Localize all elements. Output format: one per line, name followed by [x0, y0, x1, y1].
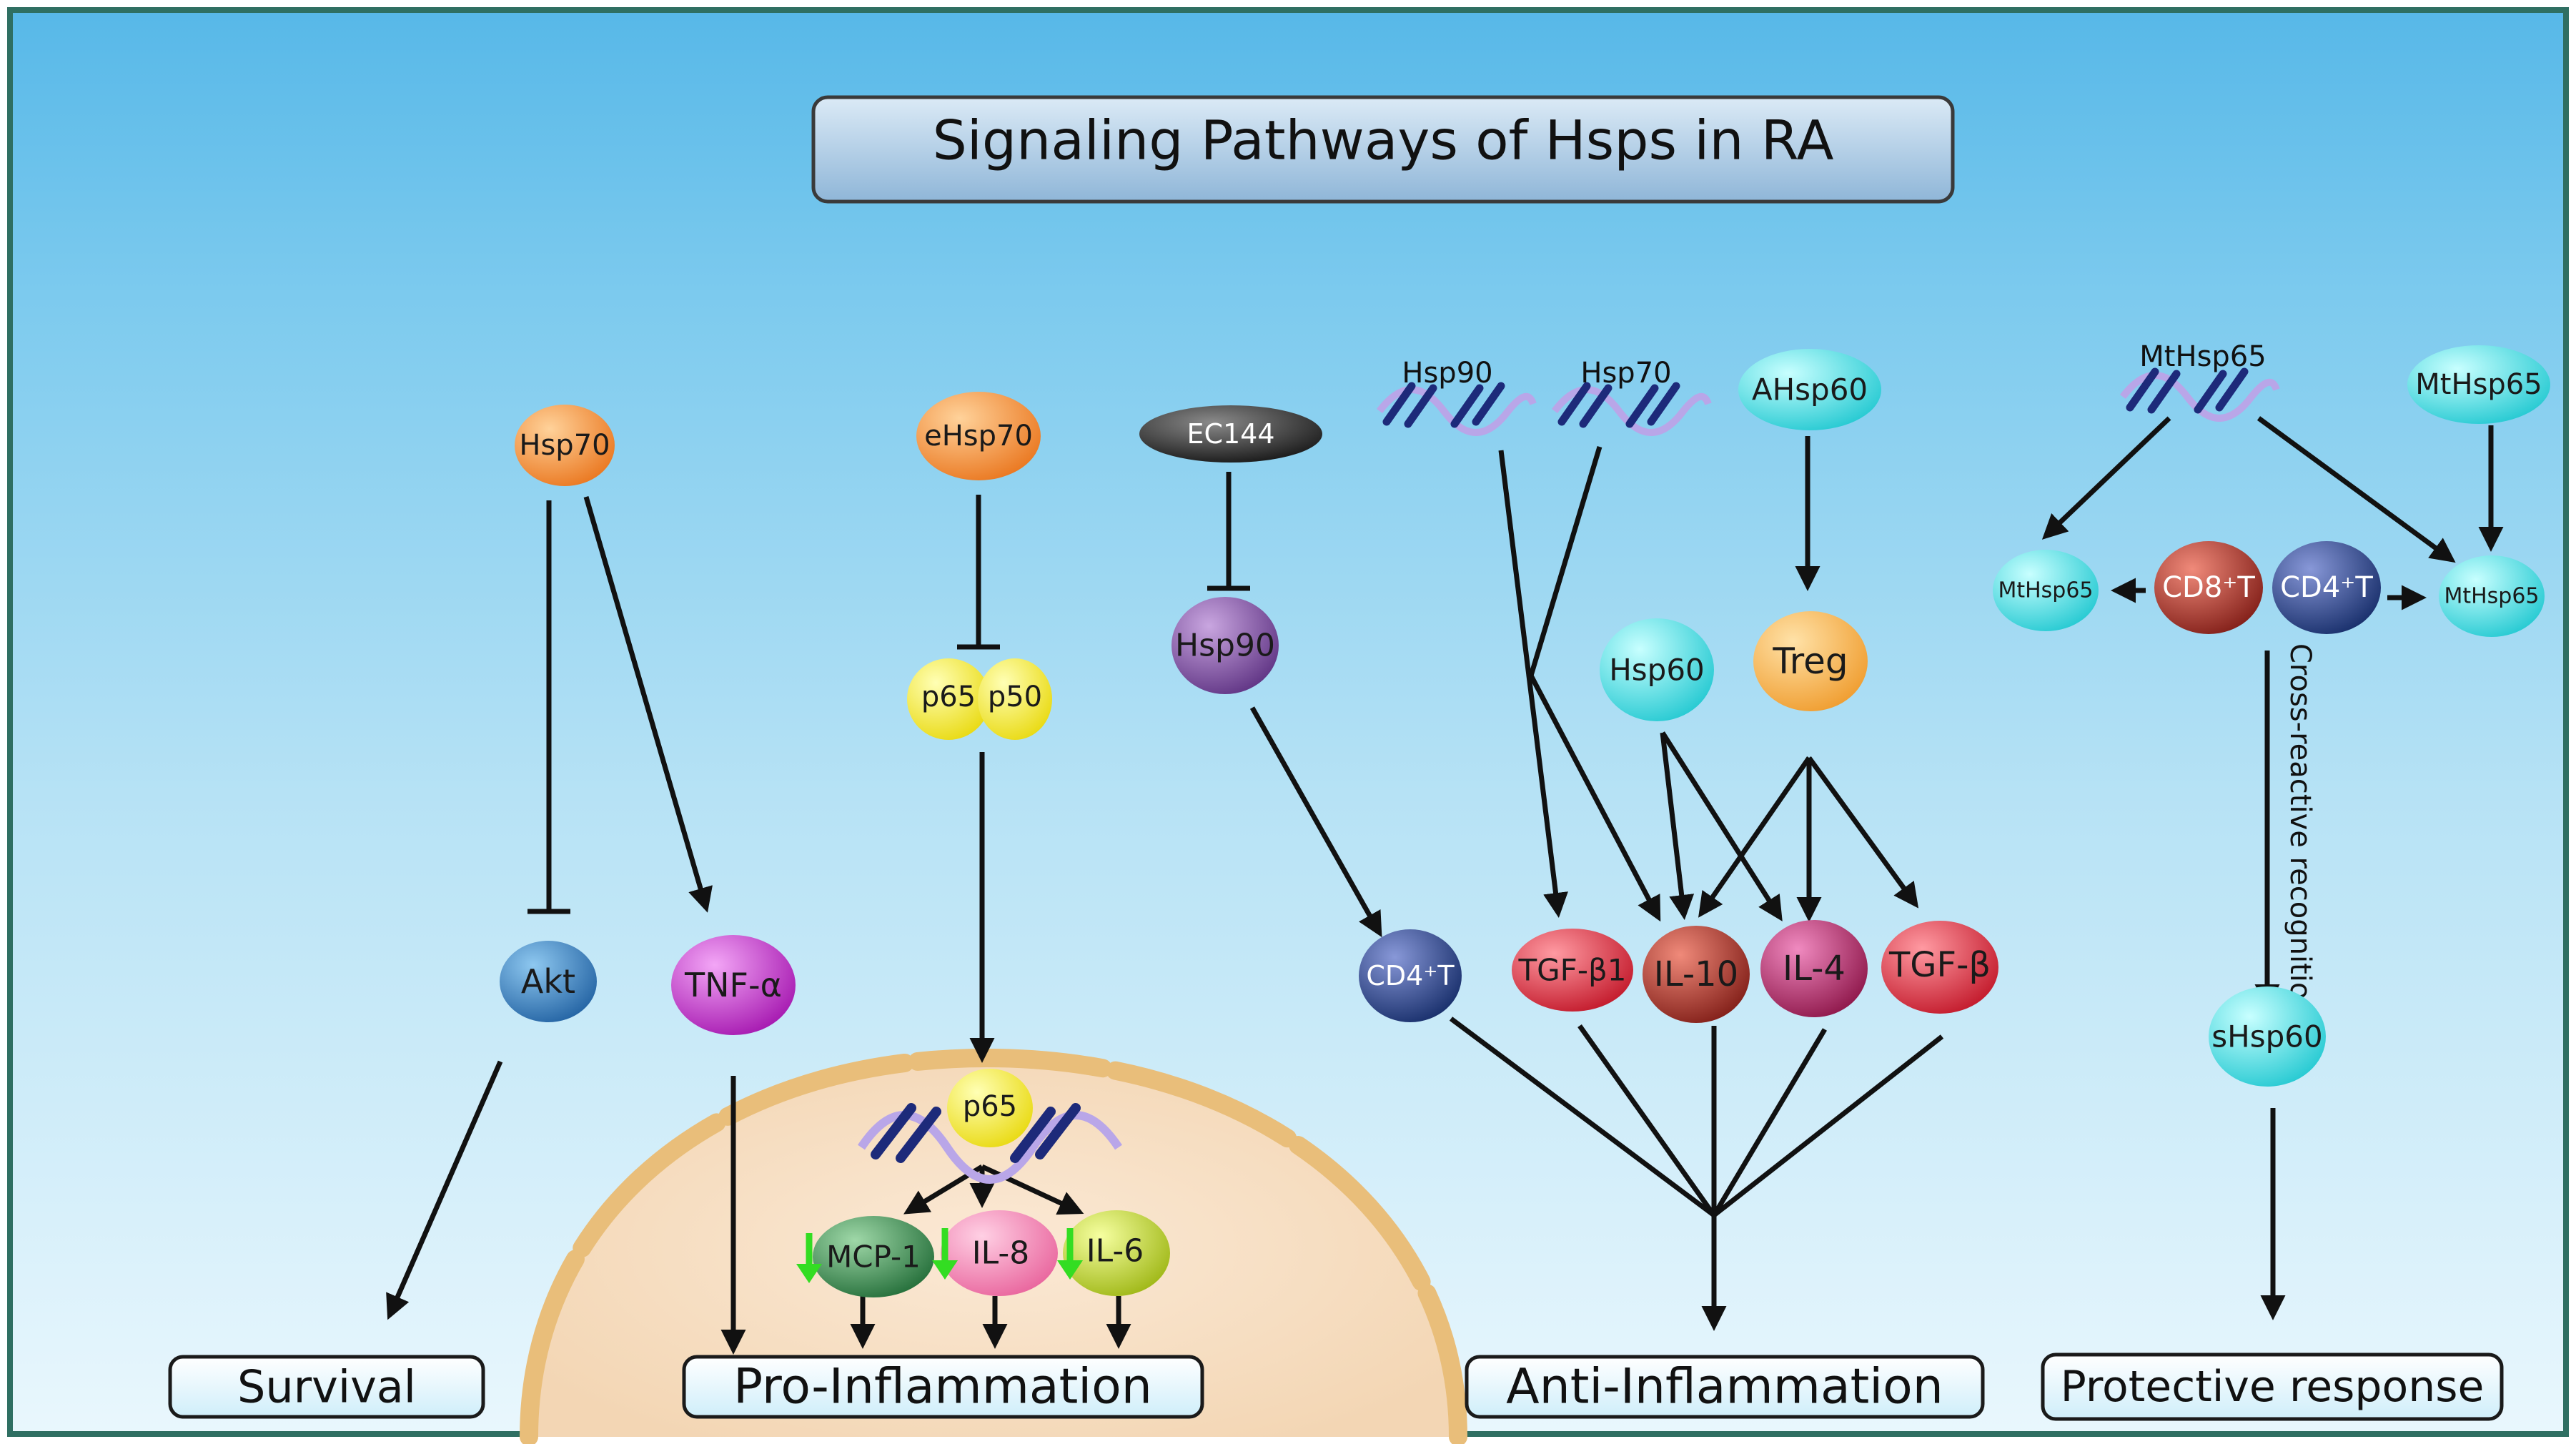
svg-text:p65: p65: [921, 681, 976, 713]
node-mthsp65-left: MtHsp65: [1993, 550, 2099, 631]
svg-text:Hsp70: Hsp70: [519, 429, 610, 462]
node-il10: IL-10: [1643, 926, 1750, 1023]
node-il8: IL-8: [941, 1210, 1058, 1296]
gene-label-mthsp65: MtHsp65: [2139, 340, 2266, 373]
node-ahsp60: AHsp60: [1738, 349, 1881, 430]
svg-text:Anti-Inflammation: Anti-Inflammation: [1506, 1359, 1943, 1415]
title-box: Signaling Pathways of Hsps in RA: [811, 95, 1955, 204]
outcome-protective-response: Protective response: [2041, 1352, 2504, 1421]
node-tgf-beta1: TGF-β1: [1512, 929, 1633, 1012]
dna-helix-icon: [2120, 367, 2280, 422]
node-ehsp70: eHsp70: [916, 392, 1041, 480]
svg-text:IL-4: IL-4: [1783, 949, 1846, 989]
node-akt: Akt: [500, 941, 597, 1022]
svg-text:AHsp60: AHsp60: [1752, 372, 1868, 407]
node-cd4t-middle: CD4⁺T: [1359, 929, 1462, 1022]
svg-text:IL-10: IL-10: [1654, 954, 1738, 994]
outcome-anti-inflammation: Anti-Inflammation: [1465, 1355, 1985, 1419]
svg-text:Pro-Inflammation: Pro-Inflammation: [733, 1359, 1152, 1415]
dna-helix-icon: [1377, 382, 1537, 436]
node-cd4t-right: CD4⁺T: [2272, 541, 2381, 634]
svg-text:TGF-β: TGF-β: [1888, 945, 1991, 985]
svg-text:MtHsp65: MtHsp65: [1998, 578, 2093, 603]
svg-text:eHsp70: eHsp70: [924, 420, 1033, 453]
node-hsp90: Hsp90: [1171, 597, 1279, 694]
outcome-pro-inflammation: Pro-Inflammation: [682, 1355, 1204, 1419]
svg-text:MtHsp65: MtHsp65: [2415, 368, 2542, 401]
node-il4: IL-4: [1760, 920, 1868, 1017]
node-hsp70: Hsp70: [515, 405, 615, 486]
svg-text:Hsp90: Hsp90: [1175, 628, 1275, 664]
node-treg: Treg: [1753, 611, 1868, 711]
svg-text:Protective response: Protective response: [2061, 1362, 2485, 1412]
svg-text:MtHsp65: MtHsp65: [2444, 584, 2539, 609]
svg-text:MCP-1: MCP-1: [826, 1240, 921, 1275]
svg-text:Treg: Treg: [1772, 641, 1848, 682]
node-mthsp65-right: MtHsp65: [2439, 555, 2545, 637]
node-mcp1: MCP-1: [813, 1216, 934, 1297]
node-p65: p65: [907, 658, 990, 740]
node-hsp60: Hsp60: [1600, 618, 1714, 721]
gene-label-hsp70: Hsp70: [1580, 357, 1671, 390]
svg-text:CD8⁺T: CD8⁺T: [2162, 571, 2255, 604]
node-ec144: EC144: [1139, 405, 1322, 463]
node-mthsp65-top: MtHsp65: [2407, 345, 2550, 424]
svg-text:Hsp60: Hsp60: [1609, 653, 1705, 688]
node-cd8t: CD8⁺T: [2154, 541, 2263, 634]
svg-text:IL-8: IL-8: [972, 1235, 1030, 1272]
svg-text:EC144: EC144: [1187, 418, 1274, 450]
svg-text:TNF-α: TNF-α: [684, 966, 782, 1004]
svg-text:TGF-β1: TGF-β1: [1517, 953, 1626, 988]
svg-text:p50: p50: [988, 681, 1042, 713]
node-shsp60: sHsp60: [2209, 986, 2326, 1087]
svg-text:Akt: Akt: [521, 962, 575, 1001]
dna-helix-icon: [1552, 382, 1712, 436]
svg-text:IL-6: IL-6: [1086, 1233, 1144, 1270]
svg-text:CD4⁺T: CD4⁺T: [1366, 960, 1455, 991]
svg-text:Survival: Survival: [237, 1361, 416, 1413]
svg-text:sHsp60: sHsp60: [2211, 1019, 2322, 1054]
node-p50: p50: [978, 658, 1052, 740]
node-tnf-alpha: TNF-α: [671, 935, 796, 1035]
dna-helix-icon: [858, 1103, 1122, 1184]
gene-label-hsp90: Hsp90: [1402, 357, 1492, 390]
green-down-arrow-icon: [796, 1228, 1083, 1283]
svg-text:p65: p65: [963, 1090, 1017, 1123]
svg-text:CD4⁺T: CD4⁺T: [2280, 571, 2373, 604]
pathway-edges: [386, 416, 2504, 1355]
outcome-survival: Survival: [168, 1355, 485, 1419]
cross-reactive-label: Cross-reactive recognition: [2284, 643, 2317, 1018]
page-title: Signaling Pathways of Hsps in RA: [933, 109, 1834, 172]
node-p65-nuclear: p65: [947, 1069, 1033, 1147]
node-il6: IL-6: [1063, 1210, 1170, 1296]
node-tgf-beta: TGF-β: [1881, 921, 1998, 1014]
